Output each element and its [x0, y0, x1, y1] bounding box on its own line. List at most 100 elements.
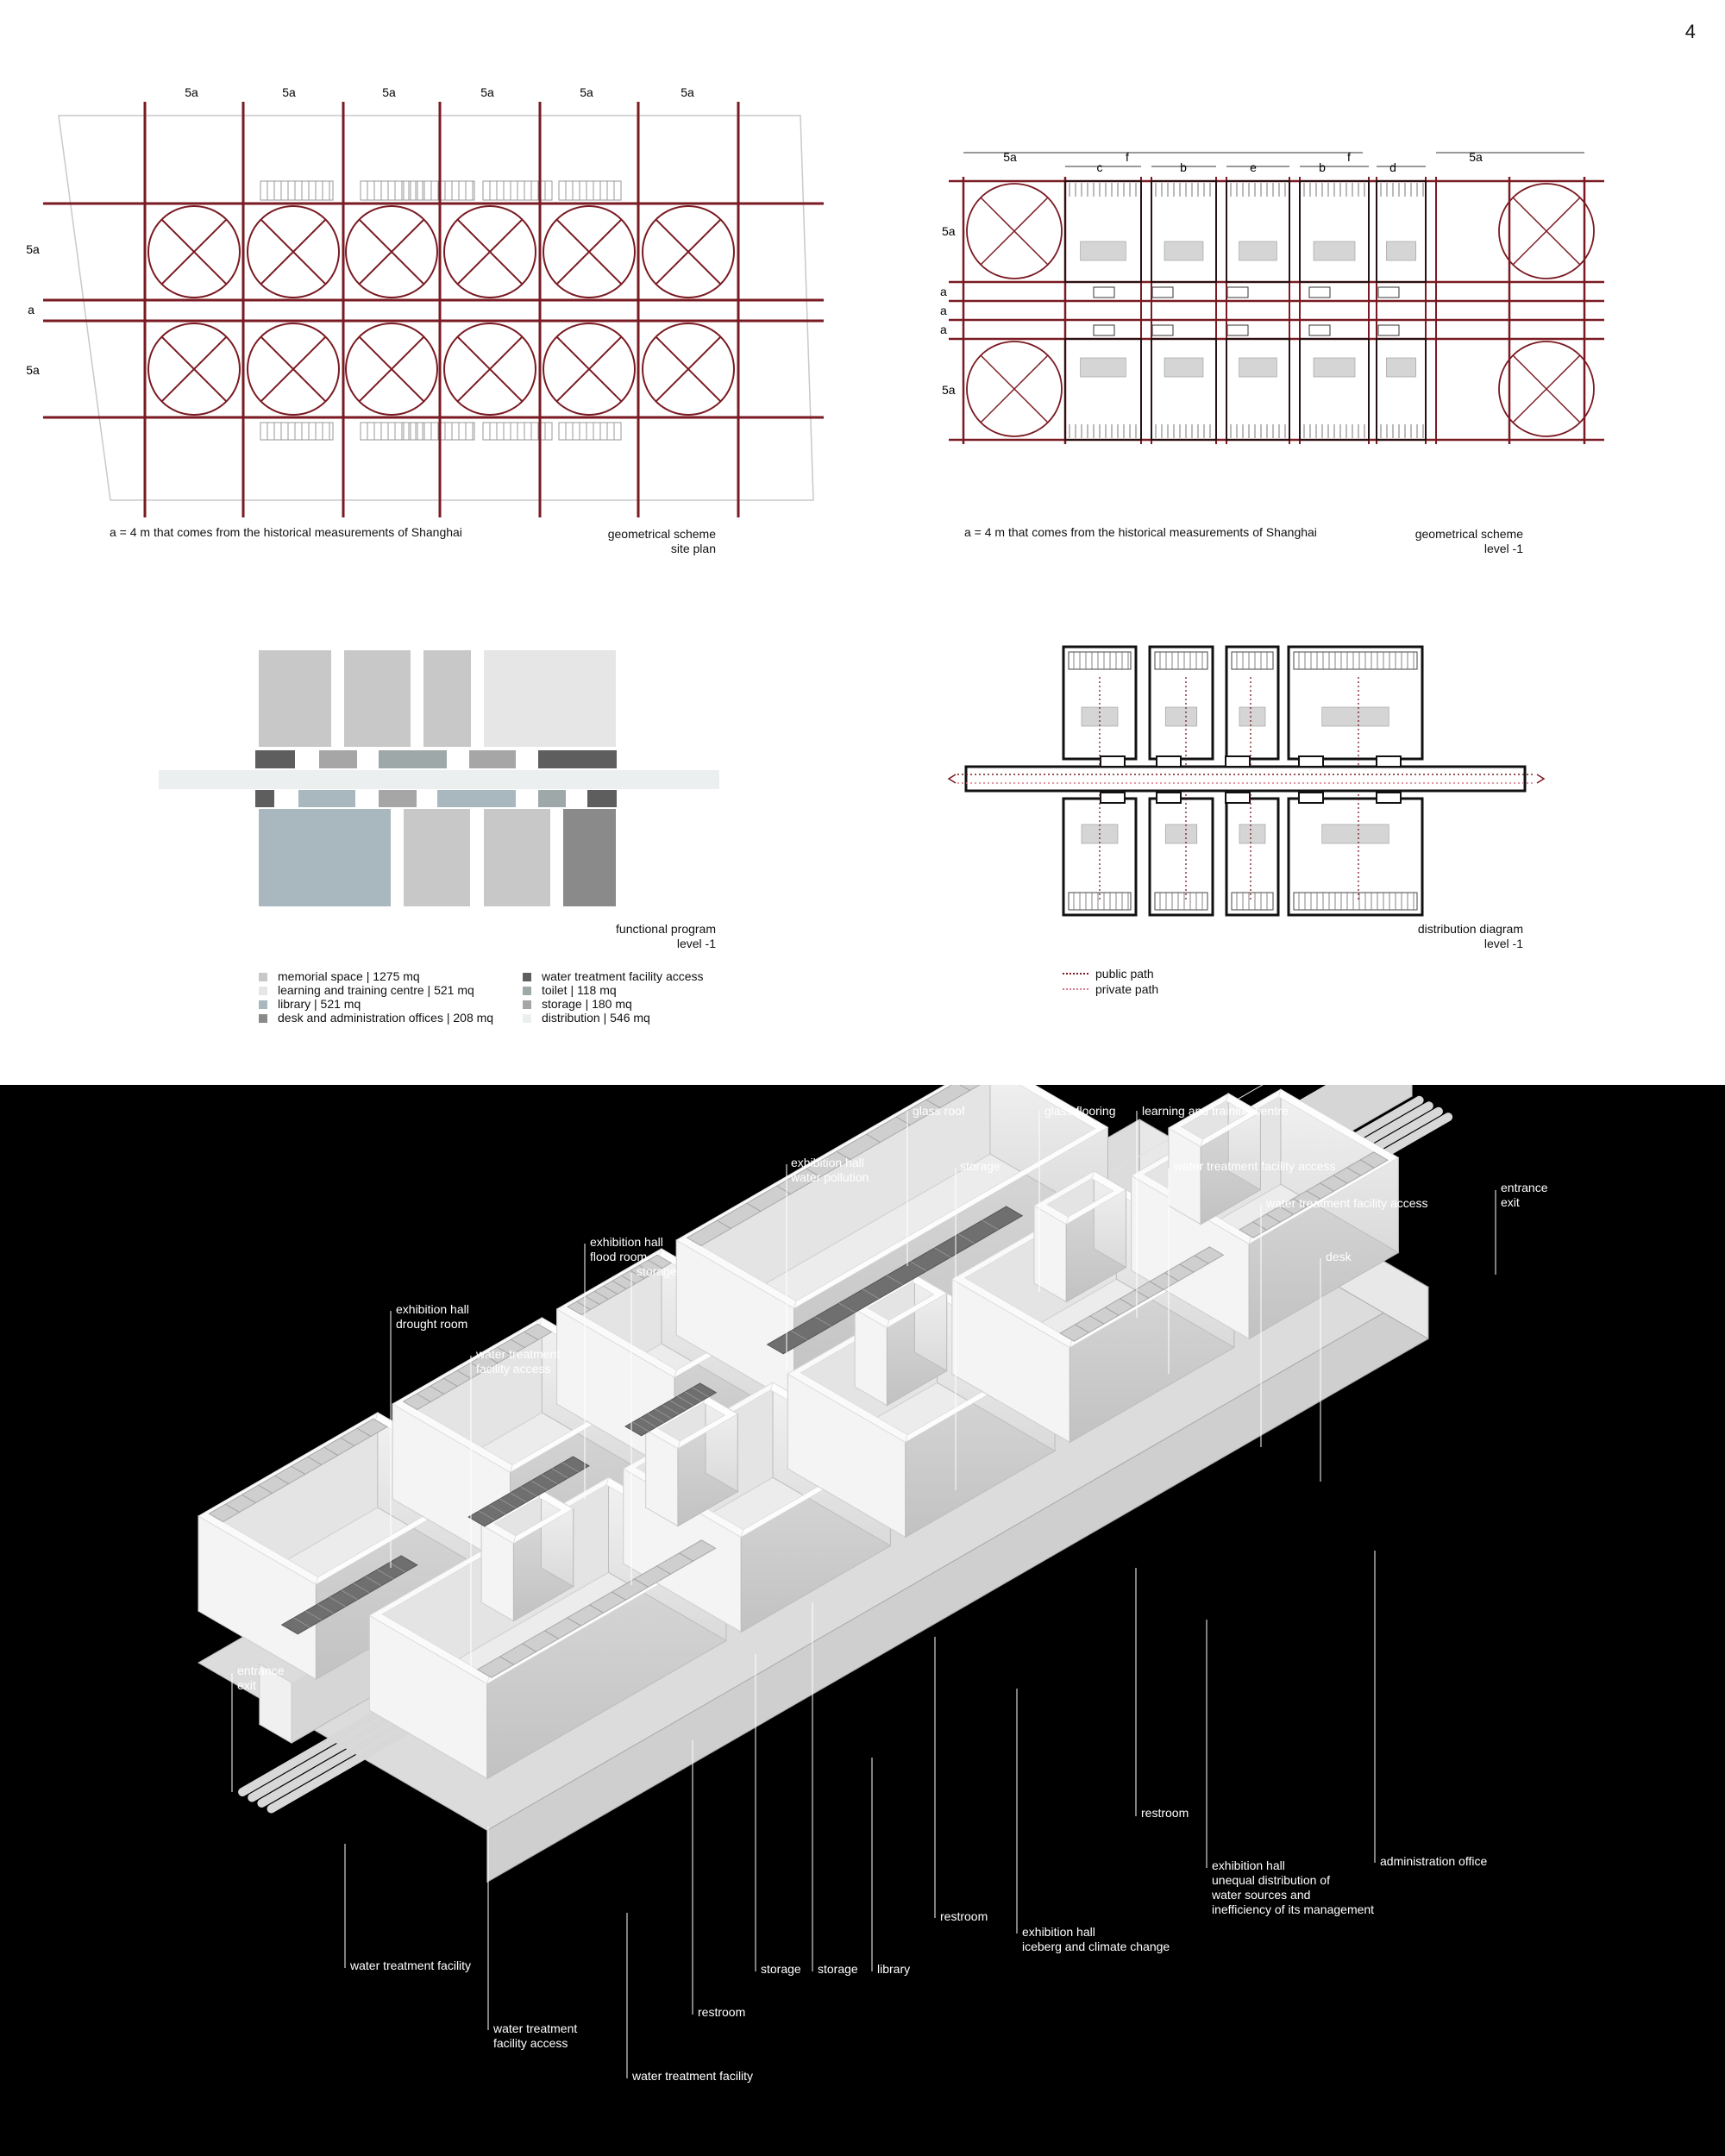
- level-top-label: e: [1250, 160, 1257, 174]
- level-side-label: a: [940, 285, 947, 298]
- arrow-icon: [947, 774, 957, 784]
- stair-band: [1321, 824, 1389, 844]
- glass-roof-mullion: [470, 1362, 485, 1371]
- glass-roof-mullion: [866, 1133, 881, 1143]
- stair-band: [1239, 241, 1277, 261]
- site-side-label: a: [28, 303, 34, 317]
- stair-band: [1080, 241, 1126, 261]
- glass-roof-mullion: [1346, 1167, 1361, 1176]
- glass-roof-mullion: [603, 1285, 618, 1294]
- glass-roof-mullion: [1149, 1281, 1164, 1290]
- cell-circle: [543, 205, 636, 298]
- cell-circle: [443, 205, 536, 298]
- glass-roof-mullion: [430, 1385, 445, 1395]
- legend-item: desk and administration offices | 208 mq: [259, 1011, 493, 1025]
- level-plan-caption-2: level -1: [1484, 542, 1523, 555]
- label-unequal-3: water sources and: [1212, 1888, 1311, 1902]
- label-restroom-right: restroom: [1141, 1806, 1189, 1820]
- colonnade-strip: [1154, 892, 1208, 911]
- glass-flooring-pane: [377, 1569, 394, 1580]
- room: [1287, 645, 1424, 761]
- memorial-block: [423, 650, 471, 747]
- label-flood-2: flood room: [590, 1250, 648, 1263]
- glass-roof-mullion: [242, 1494, 256, 1503]
- level-plan-caption-1: geometrical scheme: [1414, 527, 1523, 541]
- cell-cross: [160, 335, 228, 403]
- connector: [1156, 755, 1182, 768]
- label-water-pollution-2: water pollution: [791, 1170, 869, 1184]
- label-wtfa-right: water treatment facility access: [1266, 1196, 1428, 1210]
- glass-roof-mullion: [291, 1465, 305, 1475]
- glass-roof-mullion: [522, 1643, 536, 1652]
- water-access-block: [255, 790, 274, 807]
- room: [1148, 797, 1214, 917]
- connector: [1151, 286, 1174, 298]
- glass-roof-mullion: [621, 1275, 636, 1284]
- cell-cross: [555, 335, 623, 403]
- glass-flooring-pane: [562, 1462, 580, 1473]
- glass-roof-mullion: [648, 1259, 662, 1269]
- cell-cross: [1512, 197, 1581, 266]
- legend-swatch: [523, 1000, 531, 1009]
- library-small-block: [437, 790, 516, 807]
- glass-roof: [686, 1085, 981, 1247]
- admin-block: [563, 809, 616, 906]
- cell-circle: [966, 183, 1063, 279]
- public-path-swatch: [1063, 973, 1088, 975]
- connector: [1298, 755, 1324, 768]
- glass-roof-mullion: [497, 1346, 511, 1356]
- glass-flooring-pane: [489, 1504, 506, 1515]
- label-unequal-4: inefficiency of its management: [1212, 1902, 1375, 1916]
- glass-roof-mullion: [544, 1630, 559, 1639]
- glass-flooring-pane: [341, 1589, 358, 1601]
- legend-private-path: private path: [1063, 982, 1158, 996]
- water-access-block: [587, 790, 617, 807]
- cell-cross: [1512, 354, 1581, 423]
- label-unequal-2: unequal distribution of: [1212, 1873, 1330, 1887]
- label-wtf-bottom: water treatment facility: [632, 2069, 754, 2083]
- site-top-label: 5a: [681, 85, 694, 99]
- glass-roof-mullion: [1164, 1272, 1179, 1282]
- room-outline: [1226, 180, 1290, 283]
- glass-flooring-pane: [838, 1302, 856, 1313]
- colonnade-strip: [260, 422, 334, 441]
- legend-swatch: [259, 1000, 267, 1009]
- glass-roof-mullion: [1265, 1213, 1281, 1223]
- glass-roof-mullion: [1075, 1324, 1089, 1333]
- label-entrance-left-1: entrance: [237, 1664, 285, 1677]
- glass-roof-mullion: [594, 1290, 609, 1300]
- connector: [1226, 286, 1249, 298]
- connector: [1225, 792, 1251, 804]
- stair-band: [1386, 241, 1416, 261]
- glass-roof-mullion: [1333, 1175, 1348, 1184]
- label-library: library: [877, 1962, 911, 1976]
- connector: [1377, 324, 1400, 336]
- stair-band: [1080, 357, 1126, 378]
- glass-roof-mullion: [717, 1219, 731, 1229]
- legend-item: toilet | 118 mq: [523, 983, 617, 997]
- memorial-block: [259, 650, 331, 747]
- glass-flooring-pane: [791, 1330, 808, 1341]
- glass-flooring-pane: [293, 1617, 310, 1628]
- glass-roof-mullion: [307, 1456, 323, 1465]
- cell-cross: [260, 218, 327, 285]
- colonnade-strip: [1154, 651, 1208, 670]
- cell-cross: [456, 335, 524, 403]
- cell-circle: [147, 205, 241, 298]
- label-iceberg-2: iceberg and climate change: [1022, 1940, 1170, 1953]
- legend-swatch: [523, 973, 531, 981]
- glass-flooring-pane: [329, 1596, 346, 1608]
- page-number: 4: [1684, 21, 1696, 42]
- label-wtfa-bottom-1: water treatment: [493, 2021, 578, 2035]
- functional-program-diagram: [159, 650, 719, 906]
- connector: [1298, 792, 1324, 804]
- colonnade-strip: [260, 180, 334, 201]
- cell-circle: [345, 205, 438, 298]
- legend-swatch: [259, 987, 267, 995]
- glass-roof-mullion: [274, 1475, 289, 1484]
- glass-roof-mullion: [638, 1264, 654, 1274]
- distribution-diagram: [947, 645, 1546, 917]
- memorial-block: [404, 809, 470, 906]
- glass-flooring-pane: [669, 1400, 687, 1411]
- stair-band: [1239, 824, 1266, 844]
